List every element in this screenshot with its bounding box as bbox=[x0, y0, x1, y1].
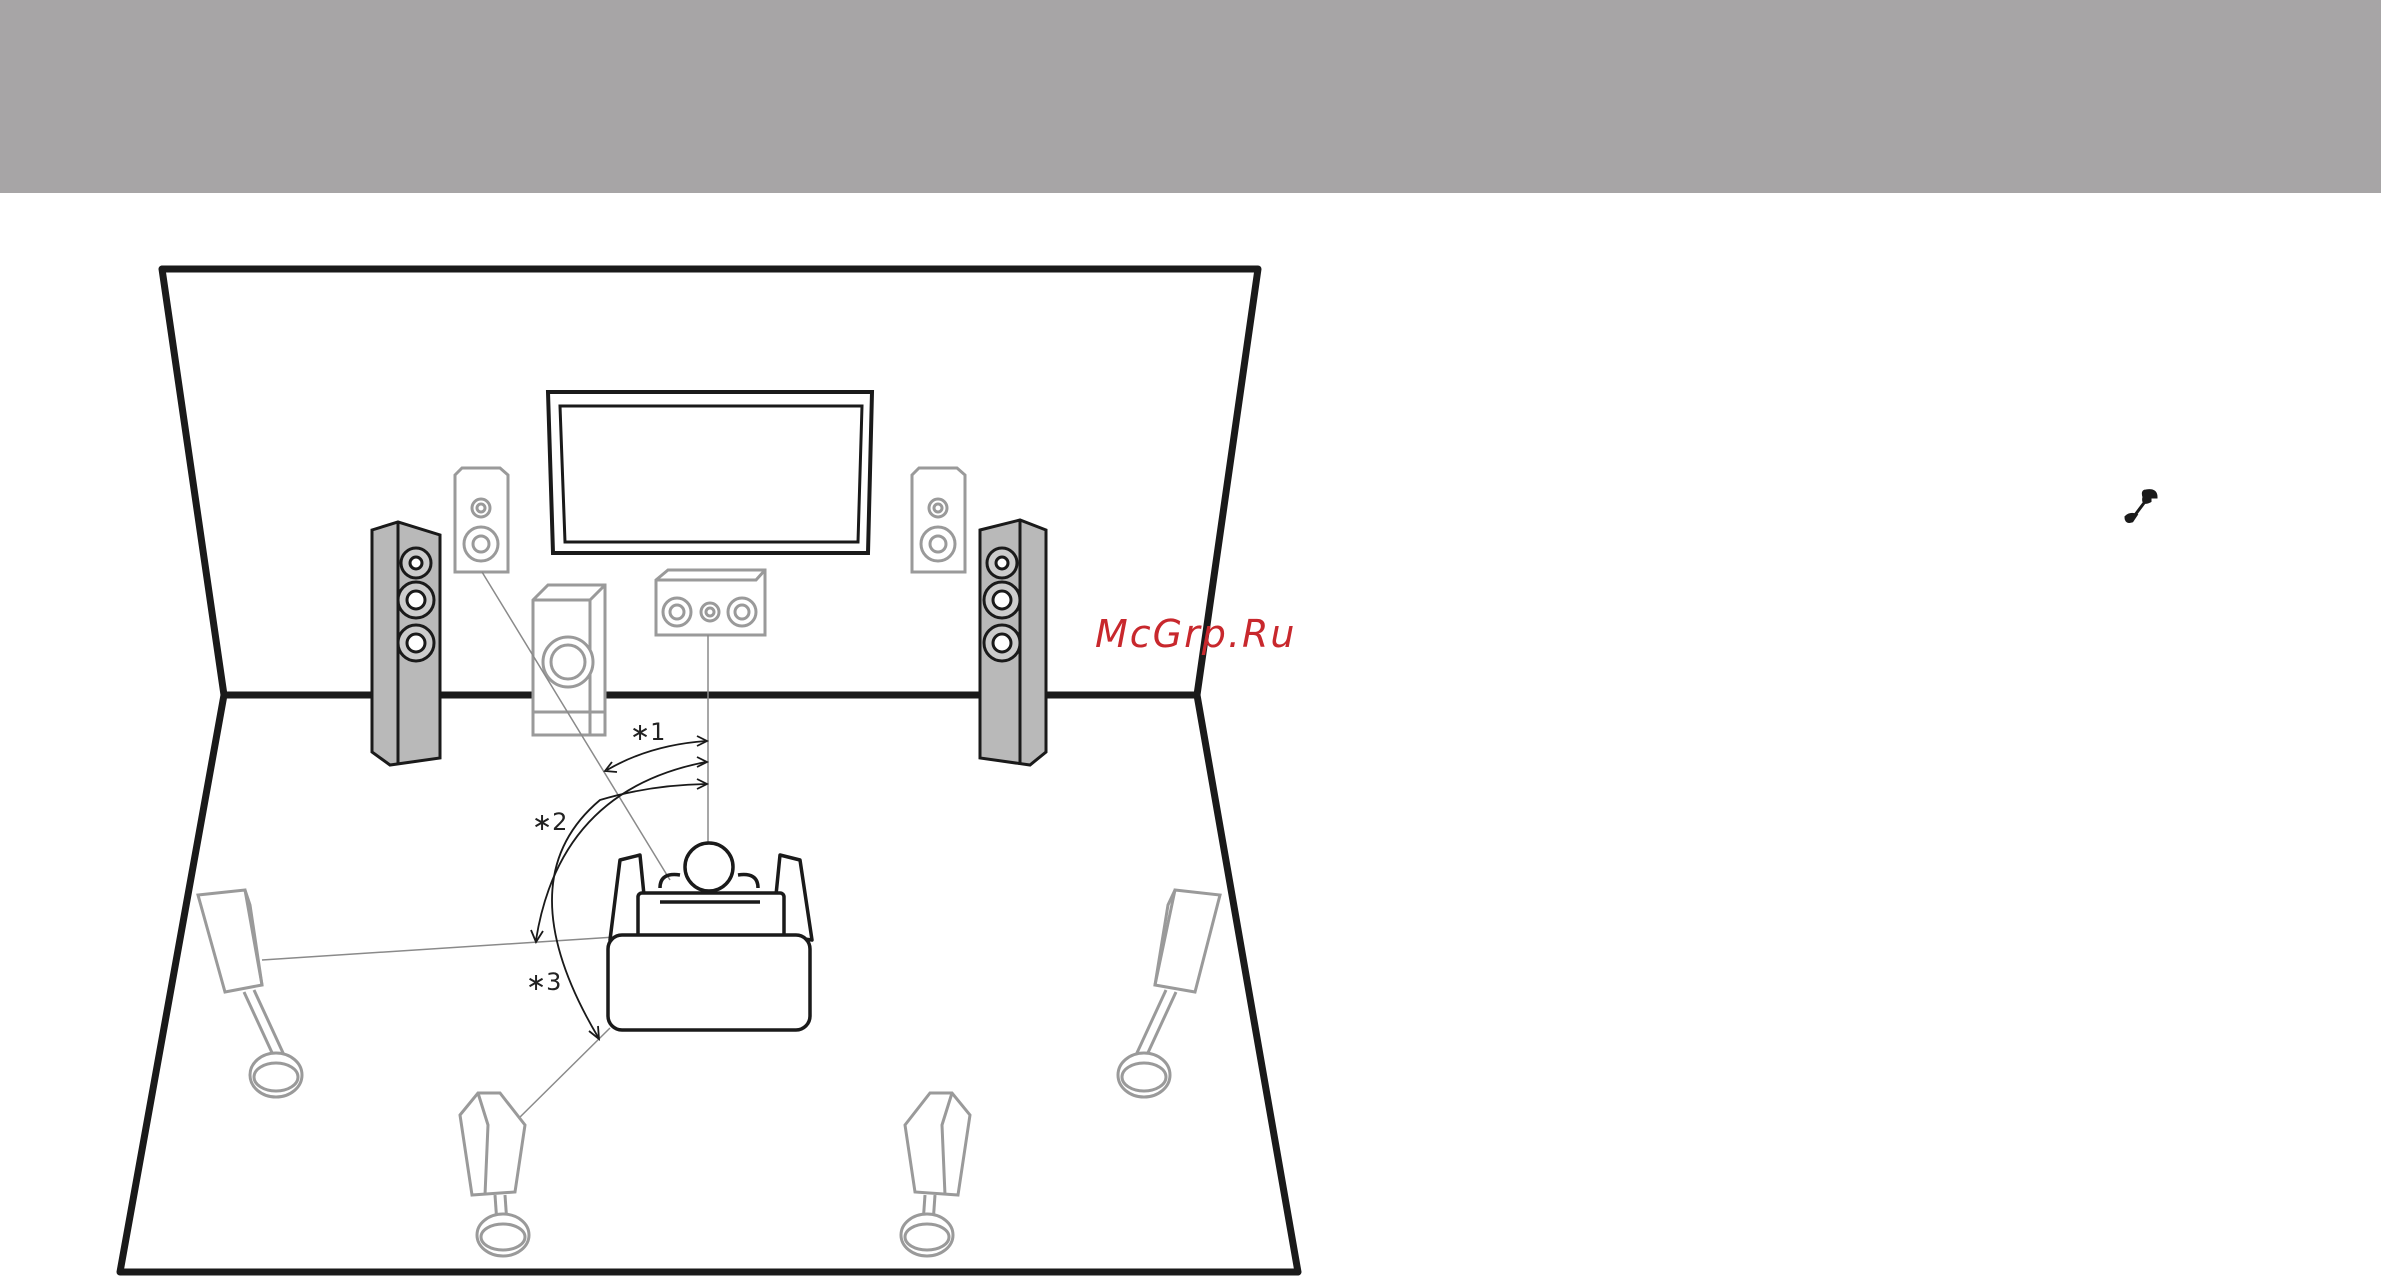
surround-back-right-speaker bbox=[901, 1093, 970, 1256]
subwoofer bbox=[533, 585, 605, 735]
watermark: McGrp.Ru bbox=[1095, 612, 1296, 656]
front-left-tower-speaker bbox=[372, 522, 440, 765]
surround-back-left-speaker bbox=[460, 1093, 529, 1256]
listener-sofa bbox=[608, 843, 812, 1030]
front-high-left-speaker bbox=[455, 468, 508, 572]
surround-left-speaker bbox=[198, 890, 302, 1097]
front-right-tower-speaker bbox=[980, 520, 1046, 765]
tv-screen bbox=[548, 392, 872, 553]
angle-label-3: ∗3 bbox=[526, 968, 561, 996]
angle-label-1: ∗1 bbox=[630, 718, 665, 746]
surround-right-speaker bbox=[1118, 890, 1220, 1097]
wrench-icon[interactable] bbox=[2122, 485, 2162, 525]
guide-lines bbox=[262, 572, 708, 1122]
front-high-right-speaker bbox=[912, 468, 965, 572]
center-speaker bbox=[656, 570, 765, 635]
angle-label-2: ∗2 bbox=[532, 808, 567, 836]
